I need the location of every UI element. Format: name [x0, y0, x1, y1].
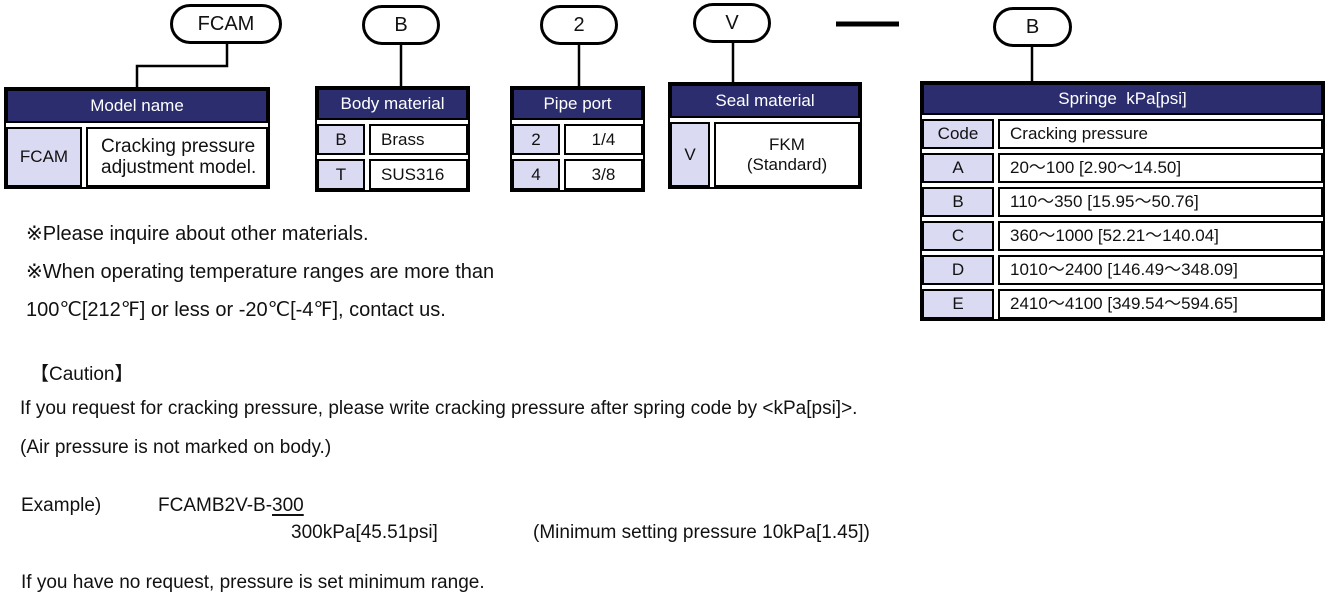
seal-value-cell: FKM (Standard)	[714, 122, 860, 187]
note-temperature-1: ※When operating temperature ranges are m…	[26, 261, 495, 283]
pipe-code-cell: 4	[512, 159, 560, 190]
seal-code-cell: V	[670, 122, 710, 187]
example-model-suffix: 300	[272, 495, 304, 516]
example-label: Example)	[21, 495, 102, 516]
code-bubble-pipe: 2	[540, 5, 618, 45]
code-bubble-body: B	[362, 5, 440, 45]
spring-code-cell: E	[922, 289, 994, 319]
caution-line-1: If you request for cracking pressure, pl…	[20, 398, 858, 419]
spring-column-code-header: Code	[922, 119, 994, 149]
spring-value-cell: 360～1000 [52.21～140.04]	[998, 221, 1323, 251]
spring-table-header: Springe kPa[psi]	[922, 83, 1323, 115]
example-model-prefix: FCAMB2V-B-	[158, 495, 273, 516]
model-name-table: Model name FCAM Cracking pressure adjust…	[4, 87, 270, 189]
example-footer: If you have no request, pressure is set …	[21, 572, 485, 593]
connector-model	[135, 44, 229, 87]
example-model-number: FCAMB2V-B-300	[158, 495, 304, 517]
spring-code-cell: D	[922, 255, 994, 285]
spring-code-cell: C	[922, 221, 994, 251]
code-bubble-model: FCAM	[170, 4, 282, 44]
spring-value-cell: 1010～2400 [146.49～348.09]	[998, 255, 1323, 285]
spring-value-cell: 110～350 [15.95～50.76]	[998, 187, 1323, 217]
example-pressure: 300kPa[45.51psi]	[291, 522, 438, 543]
model-code-cell: FCAM	[6, 127, 82, 187]
body-value-cell: SUS316	[369, 159, 468, 190]
code-bubble-seal: V	[693, 3, 771, 43]
note-temperature-2: 100℃[212℉] or less or -20℃[-4℉], contact…	[26, 299, 446, 321]
caution-title: 【Caution】	[30, 364, 134, 385]
pipe-code-cell: 2	[512, 124, 560, 155]
body-material-table: Body material B Brass T SUS316	[315, 86, 470, 192]
spring-column-value-header: Cracking pressure	[998, 119, 1323, 149]
pipe-port-table-header: Pipe port	[512, 88, 643, 120]
code-bubble-spring: B	[993, 7, 1072, 47]
body-code-cell: T	[317, 159, 365, 190]
spring-table: Springe kPa[psi] Code Cracking pressure …	[920, 81, 1325, 321]
example-minimum-note: (Minimum setting pressure 10kPa[1.45])	[533, 522, 870, 543]
pipe-port-table: Pipe port 2 1/4 4 3/8	[510, 86, 645, 192]
body-material-table-header: Body material	[317, 88, 468, 120]
note-other-materials: ※Please inquire about other materials.	[26, 223, 369, 245]
body-code-cell: B	[317, 124, 365, 155]
pipe-value-cell: 3/8	[564, 159, 643, 190]
spring-code-cell: B	[922, 187, 994, 217]
spring-value-cell: 20～100 [2.90～14.50]	[998, 153, 1323, 183]
spring-code-cell: A	[922, 153, 994, 183]
seal-material-table-header: Seal material	[670, 84, 860, 118]
model-value-cell: Cracking pressure adjustment model.	[86, 127, 268, 187]
seal-material-table: Seal material V FKM (Standard)	[668, 82, 862, 189]
model-name-table-header: Model name	[6, 89, 268, 123]
spring-value-cell: 2410～4100 [349.54～594.65]	[998, 289, 1323, 319]
body-value-cell: Brass	[369, 124, 468, 155]
pipe-value-cell: 1/4	[564, 124, 643, 155]
caution-line-2: (Air pressure is not marked on body.)	[20, 437, 332, 458]
